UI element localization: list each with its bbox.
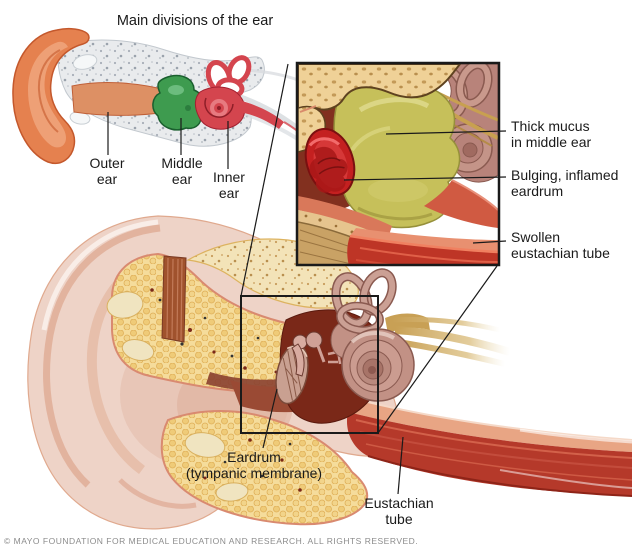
bulging-eardrum-leader-line	[343, 176, 507, 181]
overview-middle-ear-illustration	[152, 74, 205, 131]
eardrum-label-line2: (tympanic membrane)	[185, 464, 323, 481]
bulging-eardrum-label: Bulging, inflamed eardrum	[511, 167, 619, 200]
overview-outer-ear-illustration	[12, 27, 90, 164]
eustachian-tube-label: Eustachian tube	[364, 495, 434, 528]
inner-ear-label: Inner ear	[213, 169, 245, 202]
middle-ear-label-line1: Middle	[161, 155, 203, 171]
eustachian-leader-line	[397, 436, 404, 495]
bulging-eardrum-label-line1: Bulging, inflamed	[511, 167, 619, 183]
outer-ear-label-line1: Outer	[89, 155, 125, 171]
thick-mucus-leader-line	[385, 130, 507, 135]
thick-mucus-label-line1: Thick mucus	[511, 118, 590, 134]
inset-panel	[295, 61, 507, 267]
swollen-tube-label: Swollen eustachian tube	[511, 229, 610, 262]
outer-ear-label-line2: ear	[96, 170, 118, 187]
eustachian-tube-illustration	[346, 397, 632, 497]
figure-title: Main divisions of the ear	[116, 13, 274, 29]
eardrum-leader-line	[262, 388, 278, 449]
inset-swollen-tube-illustration	[347, 179, 498, 264]
overview-diagram	[12, 27, 310, 169]
zoom-connector-bottom	[377, 265, 498, 434]
swollen-tube-leader-line	[472, 240, 507, 244]
zoom-connector-top	[240, 63, 289, 297]
copyright-notice: © MAYO FOUNDATION FOR MEDICAL EDUCATION …	[4, 536, 419, 546]
eardrum-label: Eardrum (tympanic membrane)	[185, 449, 323, 482]
inset-inflamed-eardrum-illustration	[304, 127, 356, 197]
main-ear-illustration	[27, 63, 632, 530]
inner-ear-label-line2: ear	[218, 184, 240, 201]
overview-ear-canal	[71, 82, 167, 116]
inset-border	[295, 61, 501, 267]
swollen-tube-label-line1: Swollen	[511, 229, 561, 245]
auditory-nerve-illustration	[385, 313, 512, 367]
middle-ear-label: Middle ear	[161, 155, 203, 188]
outer-ear-label: Outer ear	[89, 155, 125, 188]
thick-mucus-label: Thick mucus in middle ear	[511, 118, 592, 151]
thick-mucus-label-line2: in middle ear	[511, 133, 592, 150]
eardrum-label-line1: Eardrum	[227, 449, 281, 465]
swollen-tube-label-line2: eustachian tube	[511, 244, 610, 261]
eustachian-tube-label-line2: tube	[385, 510, 413, 527]
zoom-source-box	[240, 295, 379, 434]
lower-temporal-bone-illustration	[160, 410, 369, 526]
eustachian-tube-label-line1: Eustachian	[364, 495, 434, 511]
bulging-eardrum-label-line2: eardrum	[511, 182, 564, 199]
overview-inner-ear-illustration	[194, 55, 309, 141]
ossicles-illustration	[291, 331, 342, 377]
middle-ear-label-line2: ear	[171, 170, 193, 187]
inner-ear-label-line1: Inner	[213, 169, 245, 185]
